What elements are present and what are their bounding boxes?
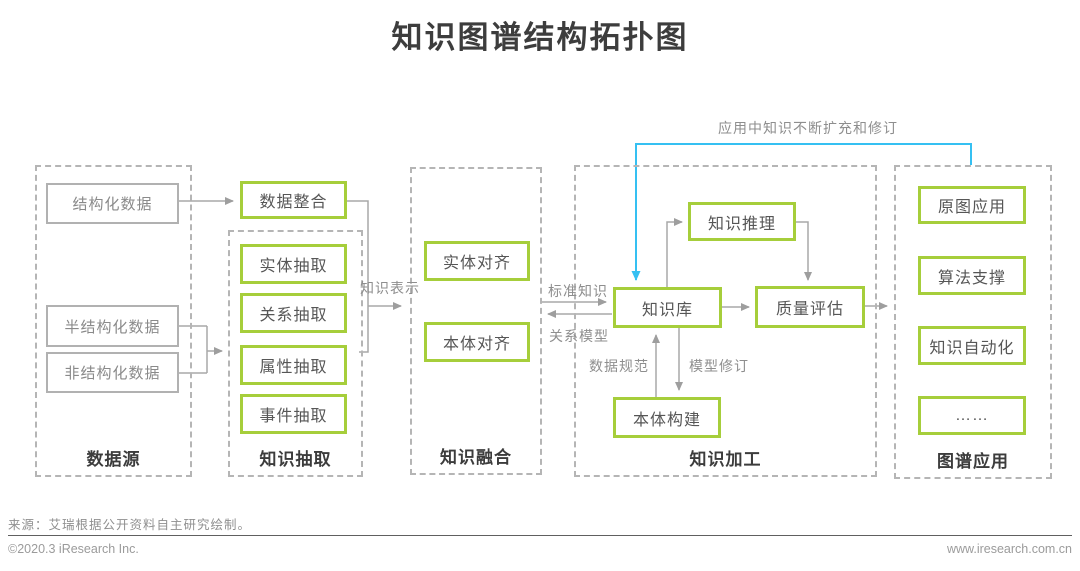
- edge-label-model-revision: 模型修订: [689, 358, 749, 374]
- group-label-graph-application: 图谱应用: [937, 452, 1009, 471]
- box-attribute-extraction: 属性抽取: [240, 345, 347, 385]
- box-knowledge-automation: 知识自动化: [918, 326, 1026, 365]
- box-quality-evaluation: 质量评估: [755, 286, 865, 328]
- box-ontology-construction: 本体构建: [613, 397, 721, 438]
- edge-label-relation-model: 关系模型: [549, 328, 609, 344]
- group-label-knowledge-processing: 知识加工: [689, 450, 762, 469]
- box-relation-extraction: 关系抽取: [240, 293, 347, 333]
- box-entity-alignment: 实体对齐: [424, 241, 530, 281]
- group-knowledge-fusion: 知识融合: [410, 167, 542, 475]
- group-label-knowledge-extraction: 知识抽取: [259, 450, 332, 469]
- edge-label-knowledge-representation: 知识表示: [360, 280, 420, 296]
- box-knowledge-inference: 知识推理: [688, 202, 796, 241]
- group-label-knowledge-fusion: 知识融合: [440, 448, 512, 467]
- group-knowledge-processing: 知识加工: [574, 165, 877, 477]
- box-data-integration: 数据整合: [240, 181, 347, 219]
- box-entity-extraction: 实体抽取: [240, 244, 347, 284]
- footer-source-note: 来源：艾瑞根据公开资料自主研究绘制。: [8, 518, 252, 532]
- edge-label-data-specification: 数据规范: [589, 358, 649, 374]
- footer-divider: [8, 535, 1072, 536]
- footer-copyright: ©2020.3 iResearch Inc.: [8, 542, 139, 556]
- edge-label-feedback: 应用中知识不断扩充和修订: [718, 120, 898, 136]
- group-knowledge-extraction: 知识抽取: [228, 230, 363, 477]
- box-unstructured-data: 非结构化数据: [46, 352, 179, 393]
- page-title: 知识图谱结构拓扑图: [391, 20, 689, 55]
- box-semi-structured-data: 半结构化数据: [46, 305, 179, 347]
- box-structured-data: 结构化数据: [46, 183, 179, 224]
- group-graph-application: 图谱应用: [894, 165, 1052, 479]
- edge-label-standard-knowledge: 标准知识: [548, 283, 608, 299]
- group-label-data-source: 数据源: [86, 450, 141, 469]
- box-ellipsis: ……: [918, 396, 1026, 435]
- group-data-source: 数据源: [35, 165, 192, 477]
- footer-website: www.iresearch.com.cn: [946, 542, 1072, 556]
- box-original-graph-application: 原图应用: [918, 186, 1026, 224]
- box-ontology-alignment: 本体对齐: [424, 322, 530, 362]
- box-knowledge-base: 知识库: [613, 287, 722, 328]
- box-event-extraction: 事件抽取: [240, 394, 347, 434]
- box-algorithm-support: 算法支撑: [918, 256, 1026, 295]
